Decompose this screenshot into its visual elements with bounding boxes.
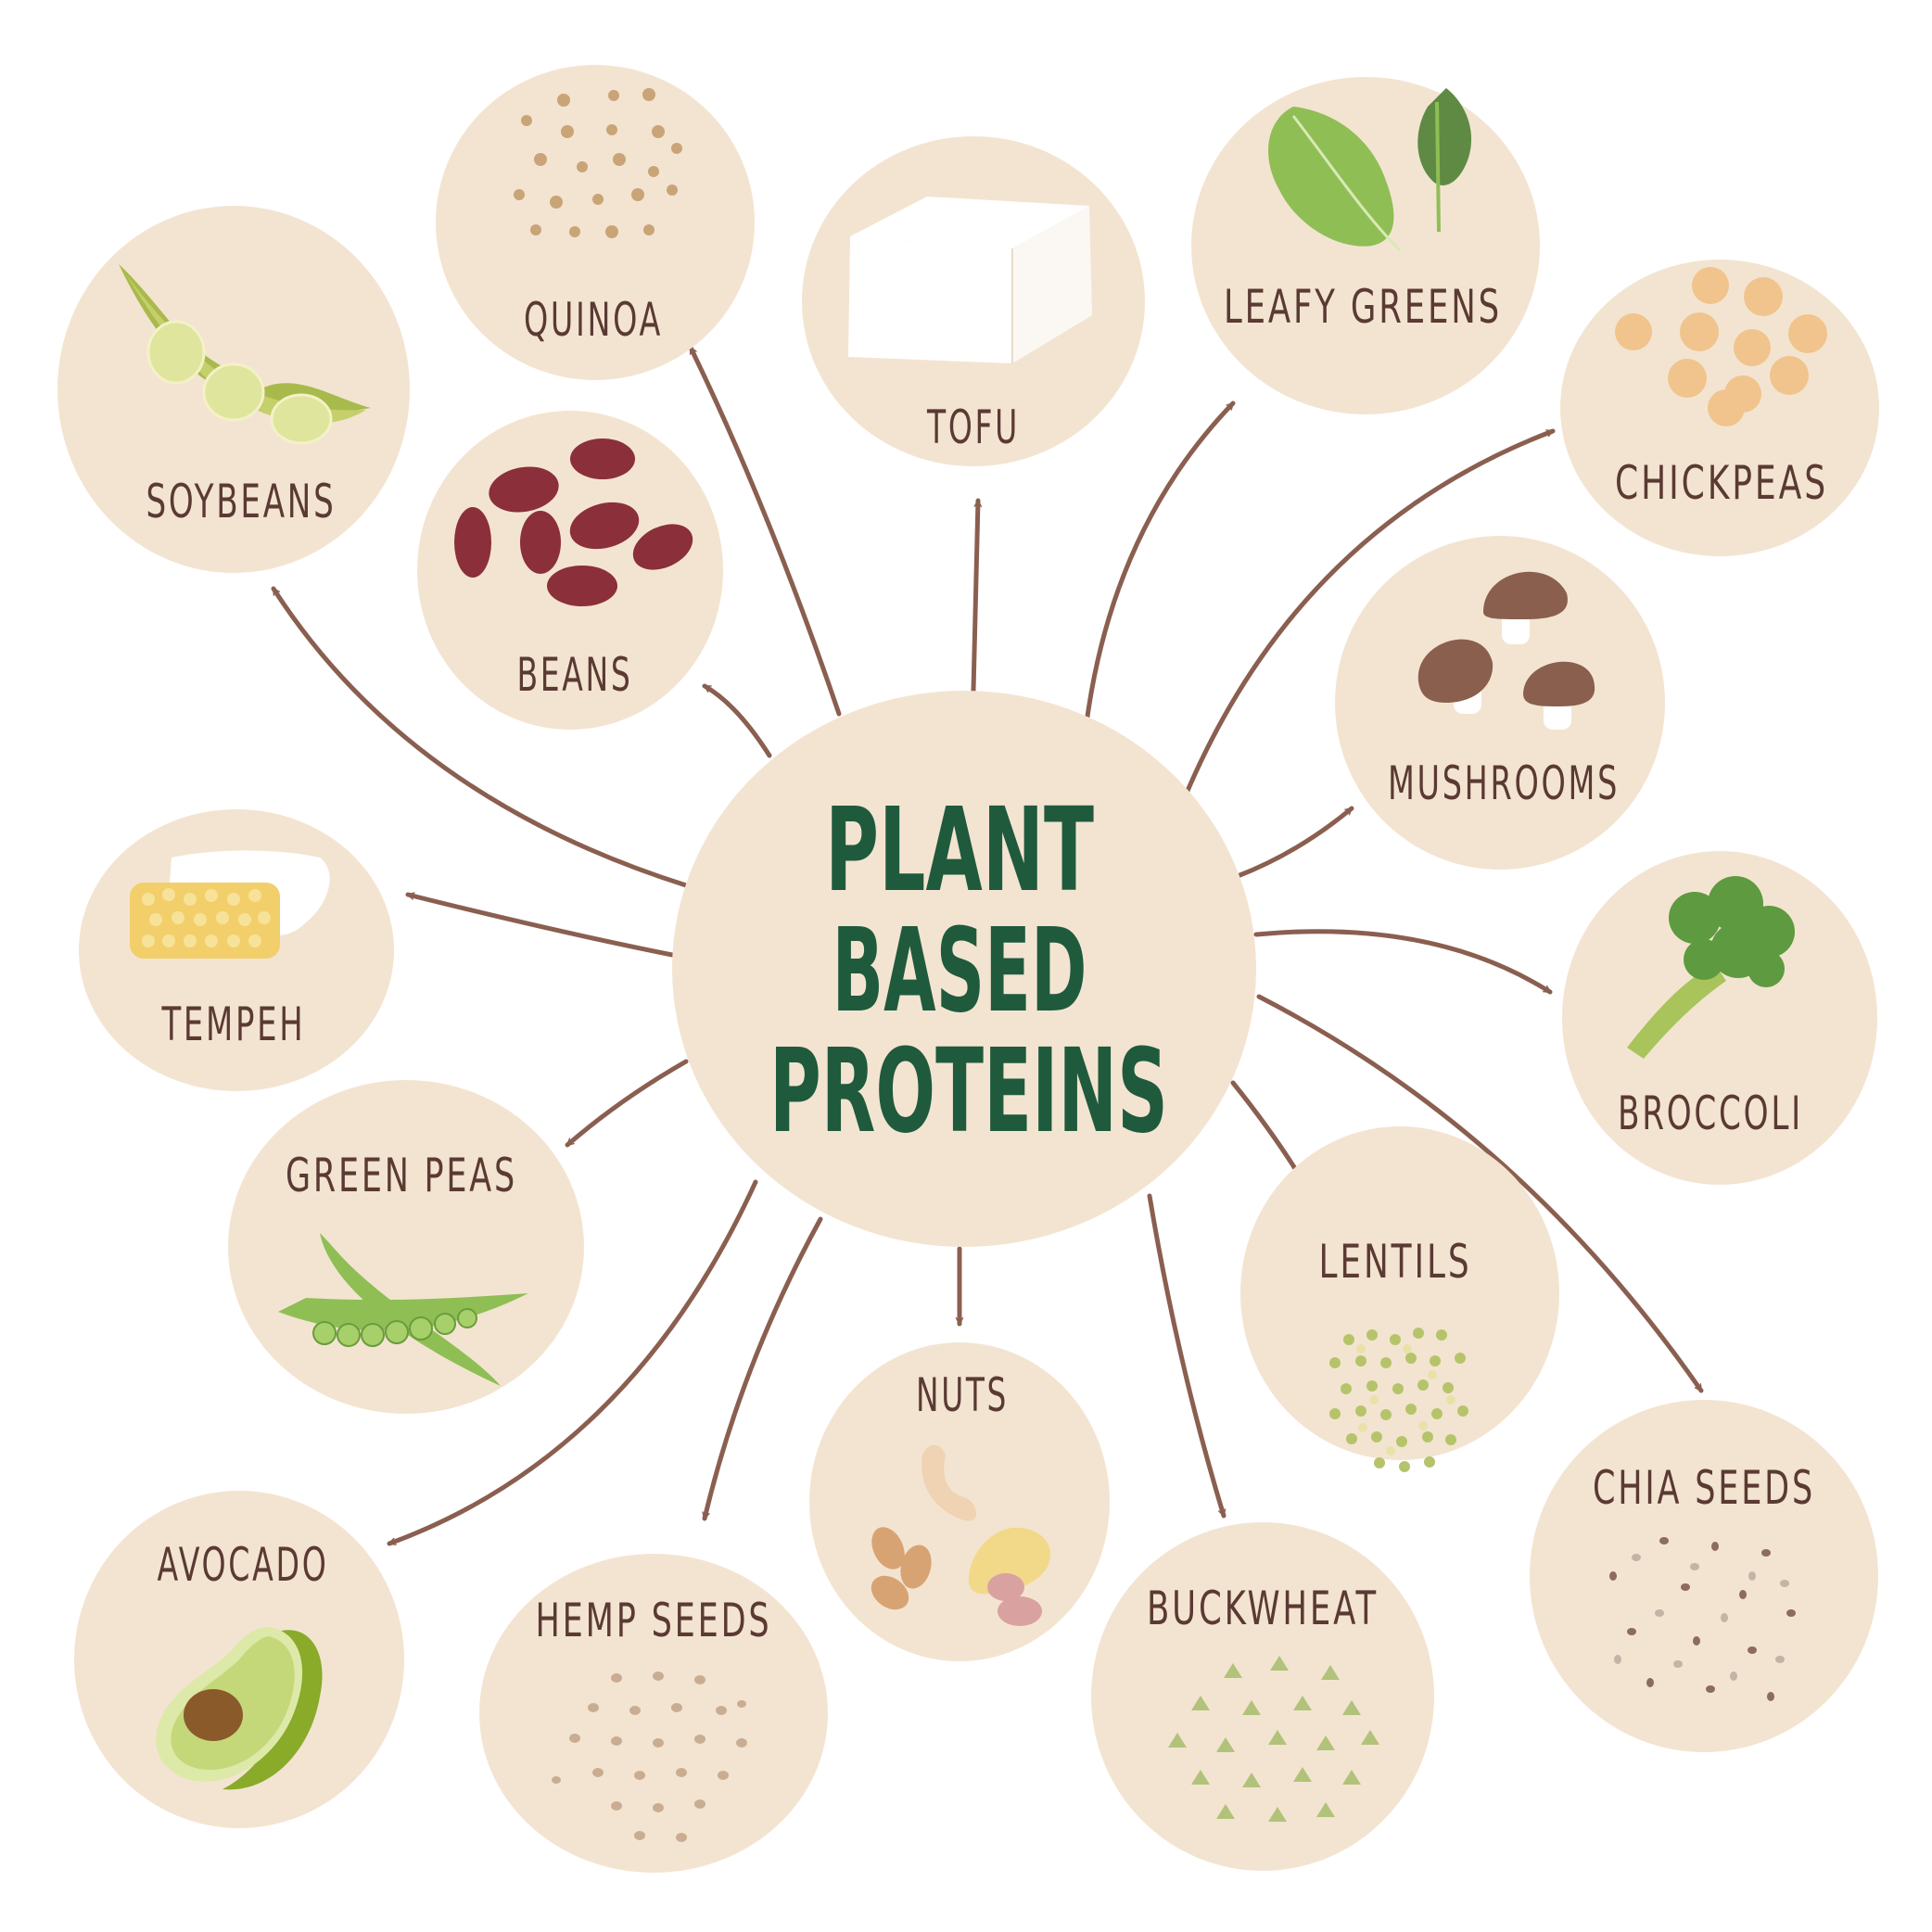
pea-pod-icon [278,1233,528,1386]
item-mushrooms: MUSHROOMS [1335,536,1665,870]
label-chia-seeds: CHIA SEEDS [1593,1461,1815,1515]
buckwheat-icon [1168,1656,1379,1822]
item-buckwheat: BUCKWHEAT [1091,1522,1434,1871]
arrow-to-chia-seeds [1256,994,1704,1393]
arrow-to-broccoli [1253,929,1553,995]
title-line-2: BASED [833,904,1087,1038]
broccoli-icon [1627,876,1795,1059]
item-green-peas: GREEN PEAS [228,1080,584,1414]
item-nuts: NUTS [809,1342,1110,1661]
arrow-to-leafy-greens [1084,400,1236,726]
label-beans: BEANS [517,648,633,702]
item-avocado: AVOCADO [74,1491,404,1828]
item-beans: BEANS [417,411,723,730]
label-soybeans: SOYBEANS [146,475,337,528]
item-tofu: TOFU [802,136,1145,466]
item-broccoli: BROCCOLI [1562,851,1877,1185]
arrow-to-beans [702,683,772,758]
arrow-to-hemp-seeds [702,1216,823,1521]
label-nuts: NUTS [916,1368,1009,1422]
title-line-3: PROTEINS [769,1024,1168,1159]
lentils-icon [1329,1328,1468,1472]
mushroom-icon [1417,571,1595,730]
arrow-to-mushrooms [1235,806,1354,879]
label-tempeh: TEMPEH [161,998,306,1051]
nuts-icon [871,1444,1051,1626]
hemp-seeds-icon [552,1671,747,1842]
chickpea-icon [1615,267,1827,426]
soybean-pod-icon [119,264,371,445]
label-tofu: TOFU [926,400,1020,454]
title-line-1: PLANT [825,783,1094,918]
label-quinoa: QUINOA [524,293,663,347]
item-quinoa: QUINOA [436,65,755,380]
label-chickpeas: CHICKPEAS [1615,456,1828,510]
item-chia-seeds: CHIA SEEDS [1530,1400,1878,1752]
label-mushrooms: MUSHROOMS [1388,756,1620,810]
label-broccoli: BROCCOLI [1618,1087,1803,1140]
item-soybeans: SOYBEANS [57,206,410,573]
arrow-to-tempeh [405,892,675,958]
label-hemp-seeds: HEMP SEEDS [536,1594,772,1647]
arrows [271,345,1704,1546]
arrow-to-chickpeas [1182,428,1556,800]
arrow-to-avocado [387,1179,758,1546]
kidney-bean-icon [454,439,693,606]
label-leafy-greens: LEAFY GREENS [1224,280,1502,334]
quinoa-seeds-icon [514,88,682,238]
label-avocado: AVOCADO [158,1538,329,1592]
leaf-icon [1268,88,1472,252]
tempeh-icon [130,850,330,959]
item-lentils: LENTILS [1240,1126,1559,1472]
arrow-to-buckwheat [1147,1193,1227,1519]
tofu-block-icon [848,197,1092,363]
item-leafy-greens: LEAFY GREENS [1191,77,1540,414]
item-chickpeas: CHICKPEAS [1560,260,1879,556]
center-circle: PLANT BASED PROTEINS [672,691,1256,1247]
label-green-peas: GREEN PEAS [286,1149,517,1202]
arrow-to-quinoa [688,345,842,717]
item-hemp-seeds: HEMP SEEDS [479,1554,828,1873]
arrow-to-tofu [971,498,983,693]
item-tempeh: TEMPEH [79,809,394,1091]
chia-seeds-icon [1609,1537,1796,1701]
arrow-to-soybeans [271,586,689,888]
label-buckwheat: BUCKWHEAT [1147,1582,1379,1635]
arrow-to-green-peas [565,1059,689,1148]
label-lentils: LENTILS [1319,1235,1472,1289]
avocado-icon [156,1627,323,1790]
